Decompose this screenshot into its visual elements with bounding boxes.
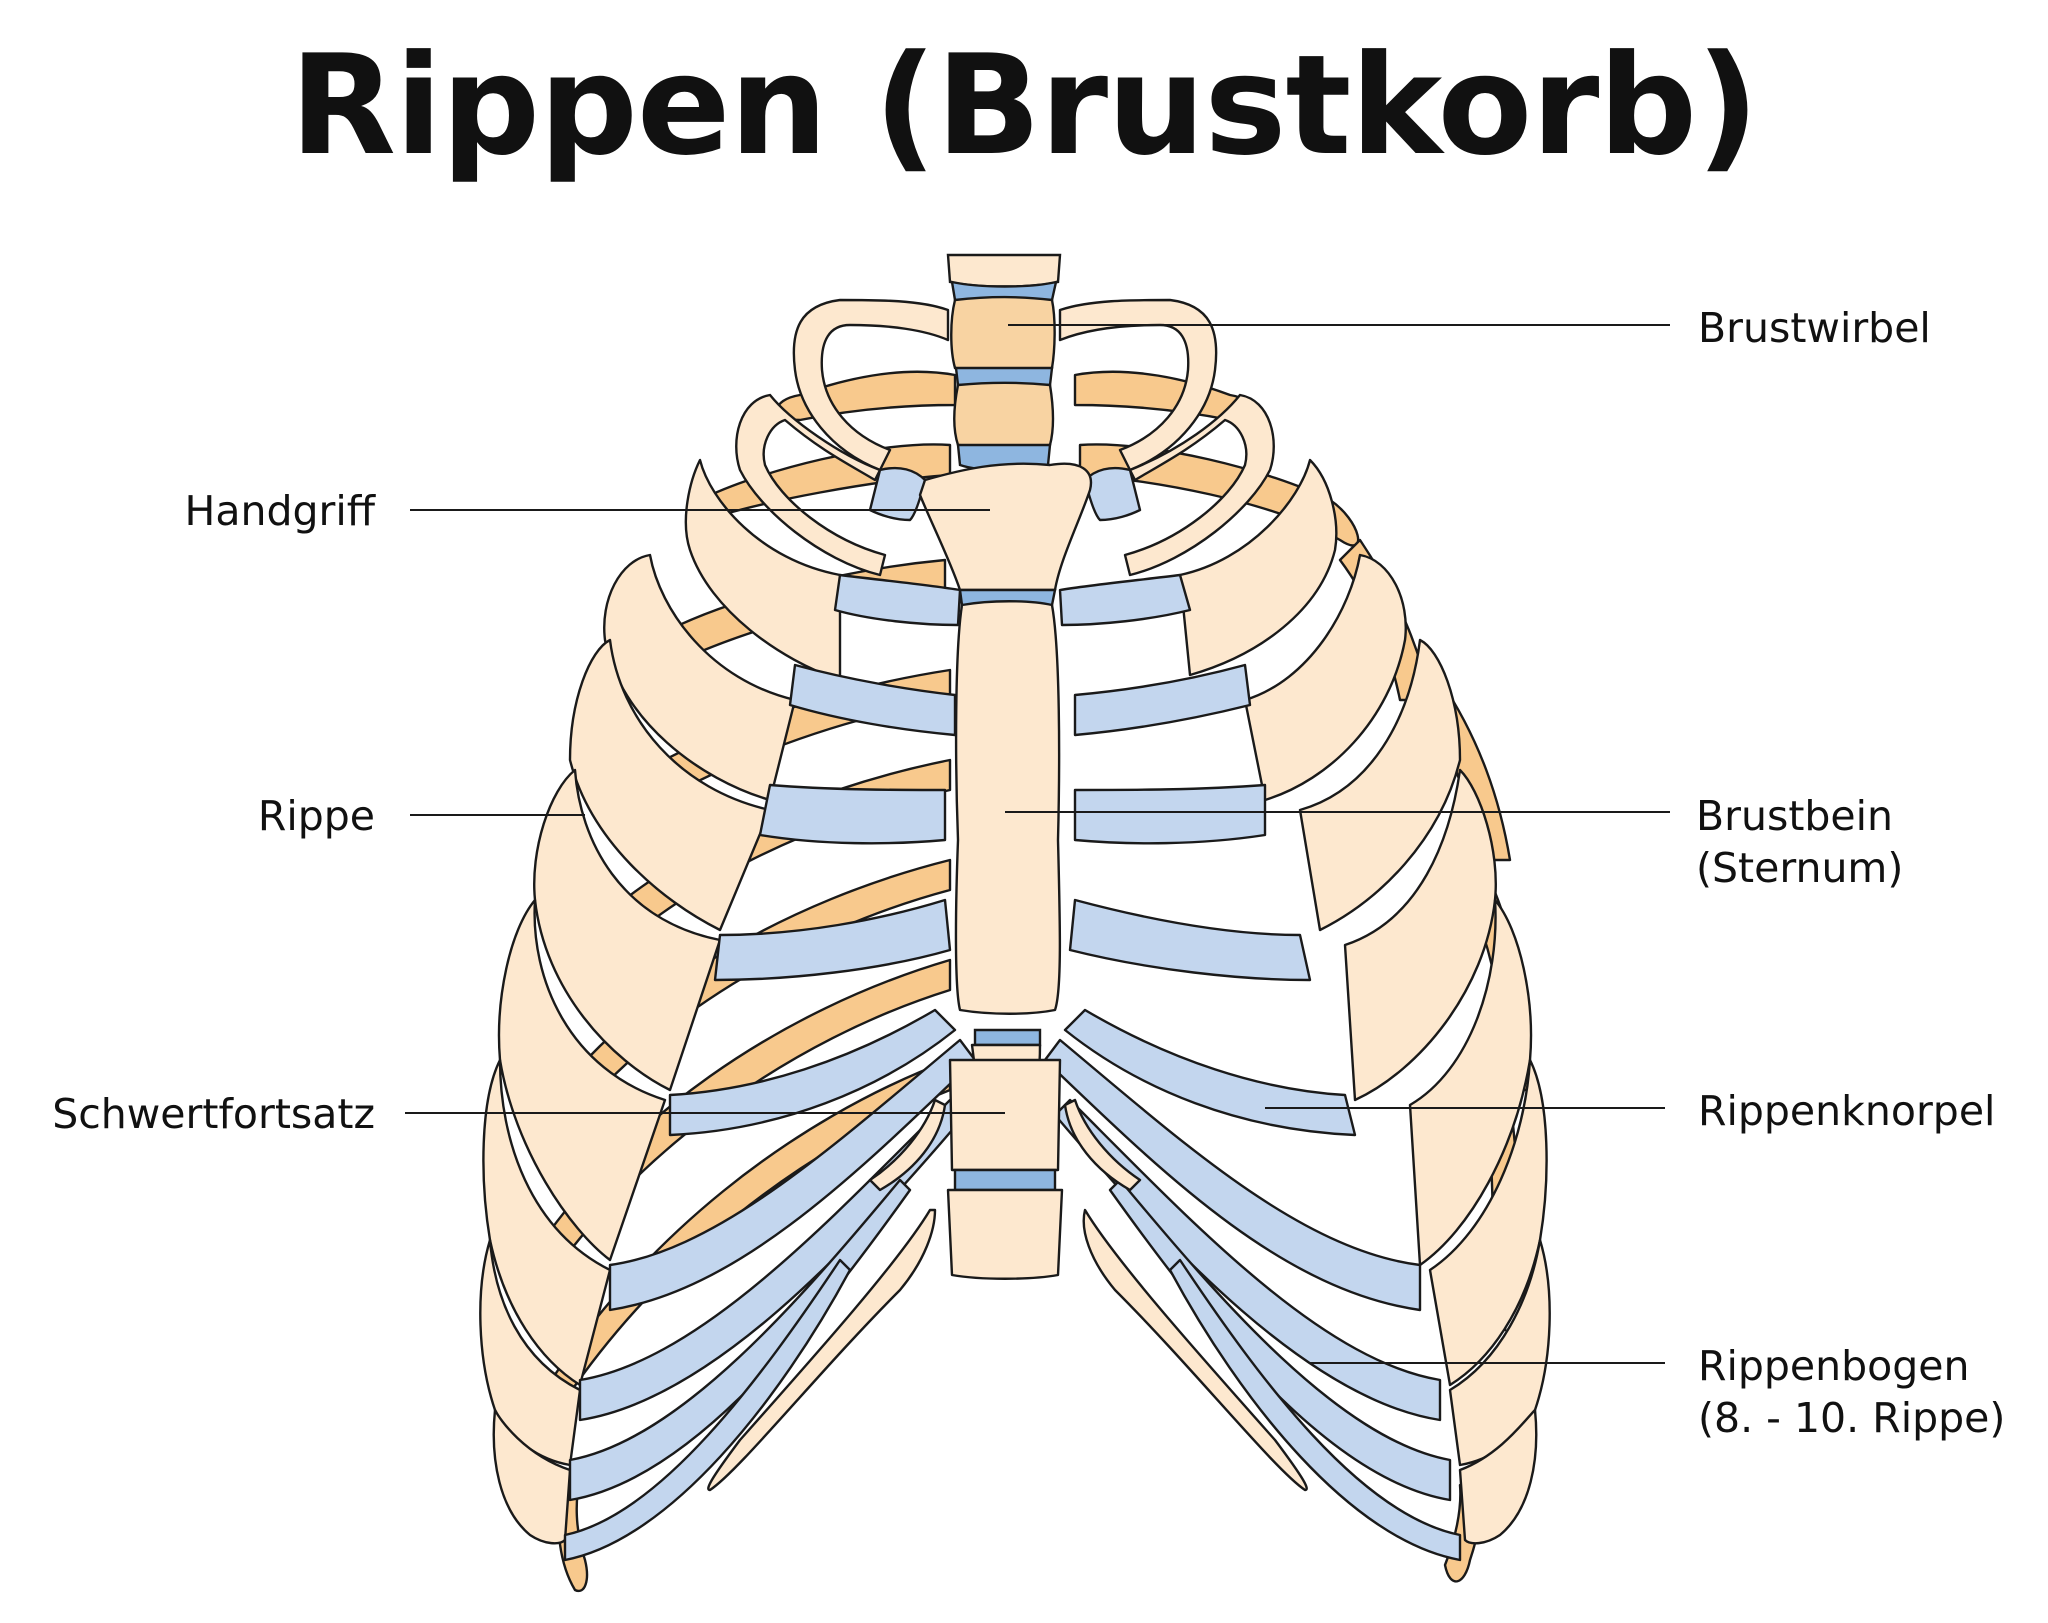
label-rippe: Rippe (257, 792, 375, 840)
lower-vertebrae (707, 1058, 1308, 1492)
label-brustwirbel: Brustwirbel (1698, 304, 1931, 352)
label-brustbein-line1: Brustbein (1696, 792, 1894, 840)
label-rippenbogen-line1: Rippenbogen (1698, 1342, 1970, 1390)
manubrium (918, 462, 1093, 592)
ribs-right (1058, 298, 1551, 1545)
label-rippenbogen: Rippenbogen (8. - 10. Rippe) (1698, 1340, 2005, 1444)
sternum-body (954, 600, 1062, 1015)
costal-cartilage-right (1043, 466, 1462, 1562)
label-handgriff: Handgriff (184, 487, 376, 535)
ribs-left (479, 298, 950, 1545)
label-rippenbogen-line2: (8. - 10. Rippe) (1698, 1394, 2006, 1442)
diagram-title: Rippen (Brustkorb) (289, 25, 1759, 186)
label-rippenknorpel: Rippenknorpel (1698, 1087, 1996, 1135)
leader-lines (405, 324, 1670, 1364)
label-schwertfortsatz: Schwertfortsatz (52, 1090, 375, 1138)
label-brustbein-line2: (Sternum) (1696, 844, 1904, 892)
label-brustbein: Brustbein (Sternum) (1696, 790, 1903, 894)
thoracic-vertebrae (946, 253, 1062, 472)
